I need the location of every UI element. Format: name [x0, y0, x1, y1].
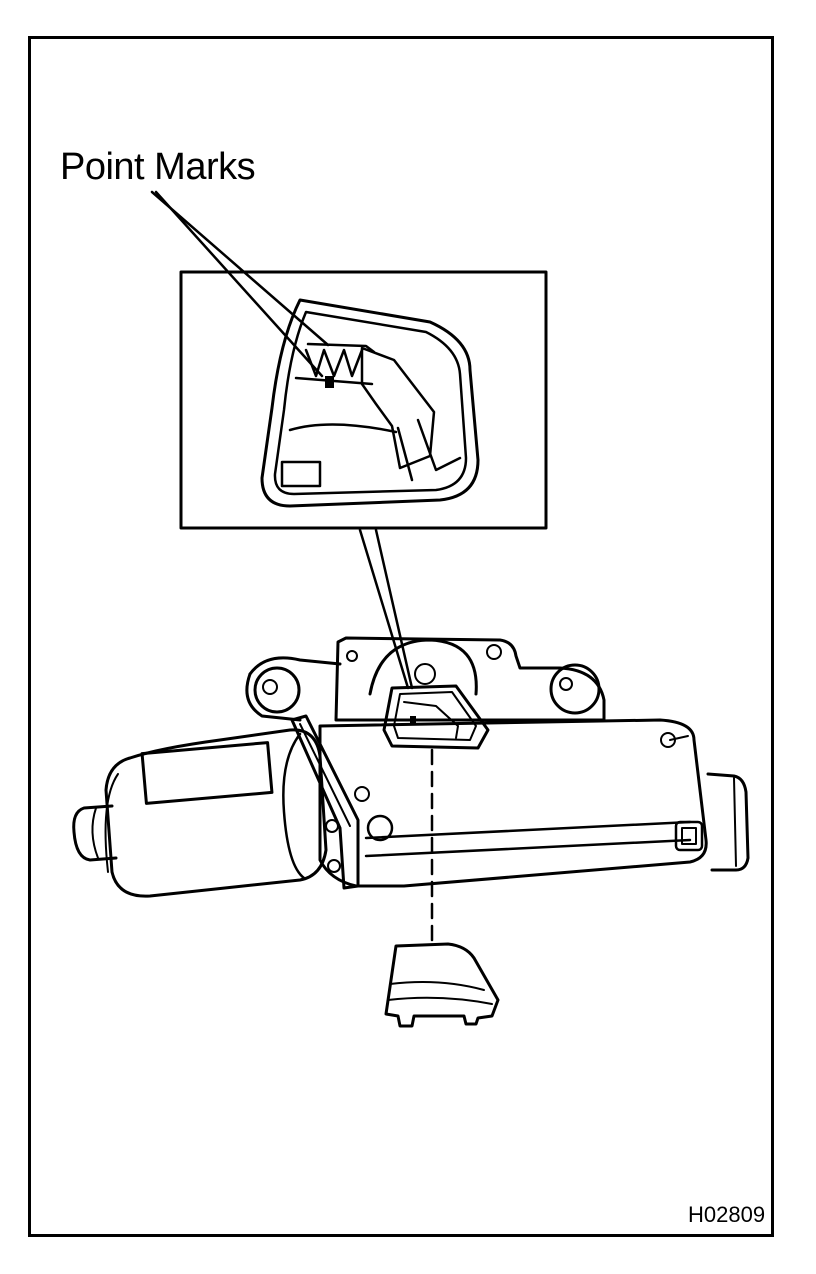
callout-pointer	[358, 528, 414, 690]
figure-code: H02809	[688, 1202, 766, 1227]
point-marks-leaders	[150, 190, 330, 378]
cover-point-mark	[410, 716, 416, 724]
point-marks-label: Point Marks	[60, 146, 256, 188]
removed-cover	[384, 942, 500, 1028]
point-mark-dot	[325, 376, 334, 388]
motor-assembly	[72, 636, 750, 898]
figure-frame	[28, 36, 774, 1237]
detail-inset	[179, 270, 548, 530]
